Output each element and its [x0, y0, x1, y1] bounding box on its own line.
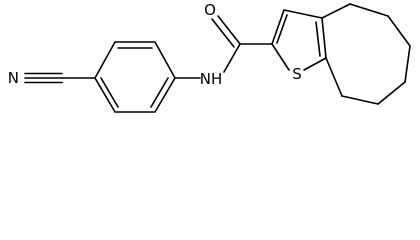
- benzene-double-bond-3: [100, 77, 119, 108]
- cycloheptane-bond-1: [321, 3, 351, 19]
- thiophene-c3-c3a-bond: [283, 9, 323, 19]
- cycloheptane-bond-5: [377, 81, 406, 105]
- thiophene-c3a-c7a-bond: [321, 17, 327, 59]
- bonds: [24, 3, 411, 113]
- cycloheptane-bond-6: [341, 95, 379, 105]
- cycloheptane-bond-2: [349, 3, 389, 17]
- atom-labels: N O NH S: [8, 1, 302, 88]
- thiophene-sulfur-label: S: [292, 65, 302, 83]
- molecule-structure: N O NH S: [8, 1, 411, 113]
- cycloheptane-bond-4: [404, 45, 411, 83]
- amide-nh-label: NH: [200, 70, 223, 88]
- thiophene-c7a-s-bond: [303, 57, 327, 71]
- nitrile-nitrogen-label: N: [8, 69, 19, 87]
- thiophene-c2-c3-double: [276, 14, 288, 44]
- cycloheptane-bond-3: [387, 15, 411, 47]
- carbonyl-double-bond-b: [211, 18, 235, 48]
- thiophene-c2-c3-bond: [271, 9, 285, 45]
- nh-to-carbonyl-bond: [223, 43, 241, 73]
- benzene-ring: [94, 41, 176, 113]
- carbonyl-oxygen-label: O: [204, 1, 216, 19]
- cycloheptane-bond-7: [325, 57, 343, 97]
- thiophene-s-c2-bond: [271, 43, 290, 71]
- benzene-double-bond-2: [150, 77, 169, 108]
- carbonyl-double-bond-a: [217, 15, 241, 45]
- thiophene-c3a-c7a-double: [315, 21, 321, 57]
